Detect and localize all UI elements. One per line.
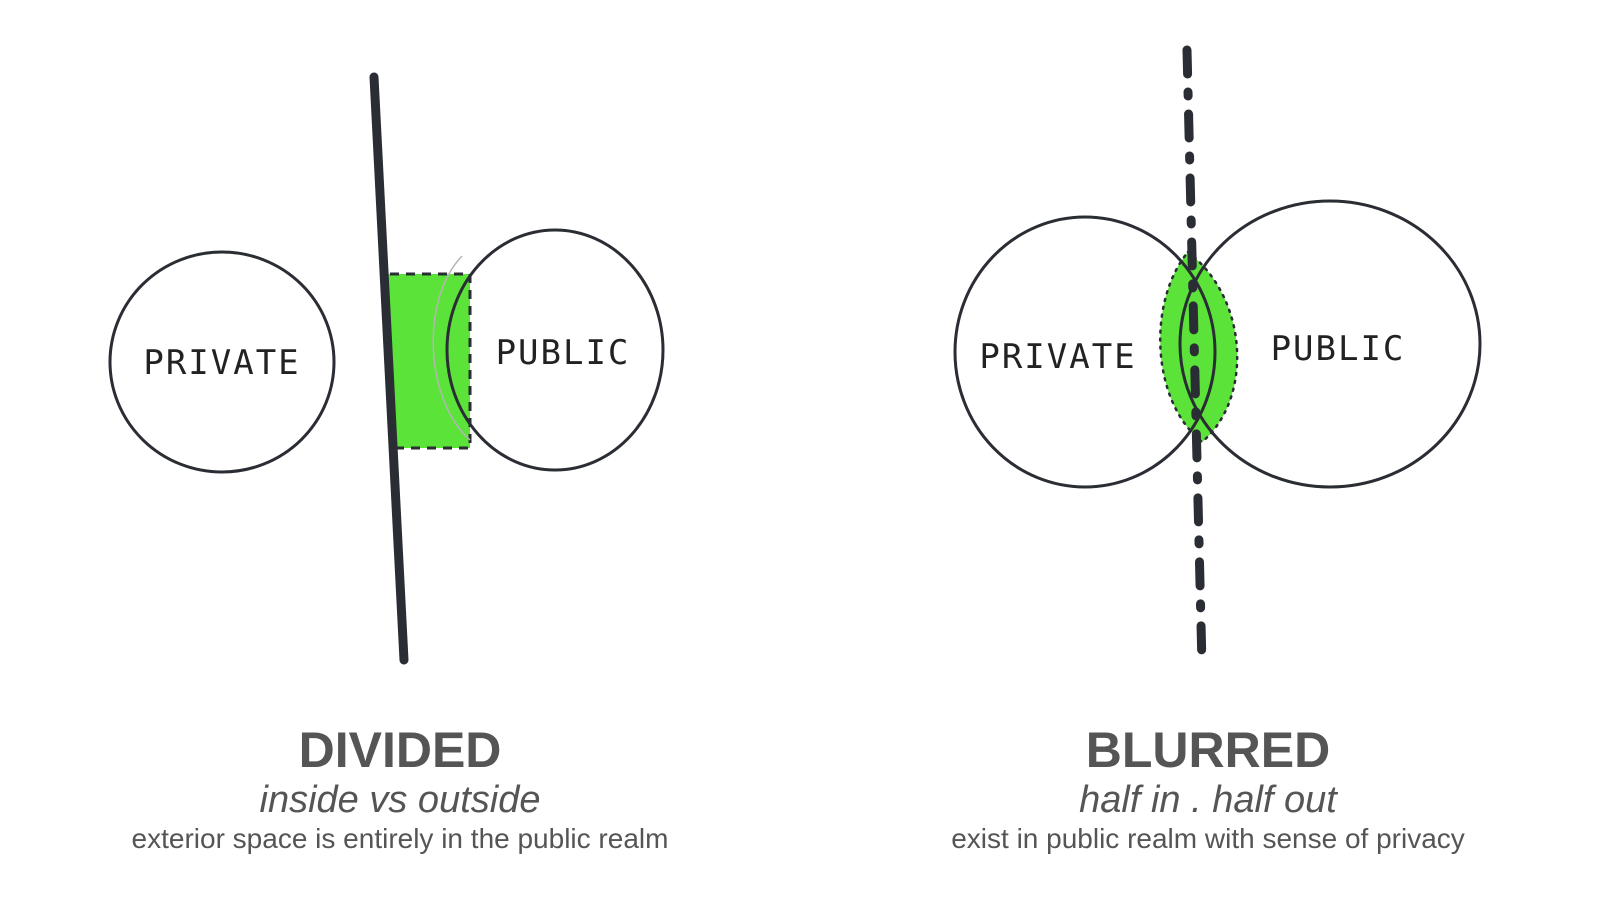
blurred-private-label: PRIVATE xyxy=(979,337,1136,377)
divided-threshold-outline xyxy=(390,272,472,450)
blurred-private-circle xyxy=(953,215,1217,489)
divided-public-label: PUBLIC xyxy=(496,333,631,373)
blurred-subtitle: half in . half out xyxy=(1079,779,1337,821)
divided-pencil-arc xyxy=(432,255,471,441)
blurred-overlap-outline xyxy=(1159,250,1239,444)
blurred-description: exist in public realm with sense of priv… xyxy=(951,823,1465,854)
blurred-sketch: PRIVATE PUBLIC xyxy=(953,45,1482,670)
blurred-caption: BLURRED half in . half out exist in publ… xyxy=(808,722,1600,856)
blurred-overlap-zone xyxy=(1160,252,1238,442)
divided-public-circle xyxy=(445,228,665,472)
divided-subtitle: inside vs outside xyxy=(259,779,541,821)
blurred-title: BLURRED xyxy=(1085,722,1331,778)
divided-caption: DIVIDED inside vs outside exterior space… xyxy=(0,722,800,856)
blurred-boundary-line xyxy=(1182,45,1207,670)
divided-title: DIVIDED xyxy=(298,722,502,778)
divided-wall-line xyxy=(369,72,409,665)
blurred-public-label: PUBLIC xyxy=(1271,329,1406,369)
divided-private-circle xyxy=(108,250,336,474)
divided-description: exterior space is entirely in the public… xyxy=(131,823,669,854)
divided-sketch: PRIVATE PUBLIC xyxy=(108,72,665,665)
blurred-public-circle xyxy=(1178,199,1482,489)
divided-private-label: PRIVATE xyxy=(143,343,300,383)
